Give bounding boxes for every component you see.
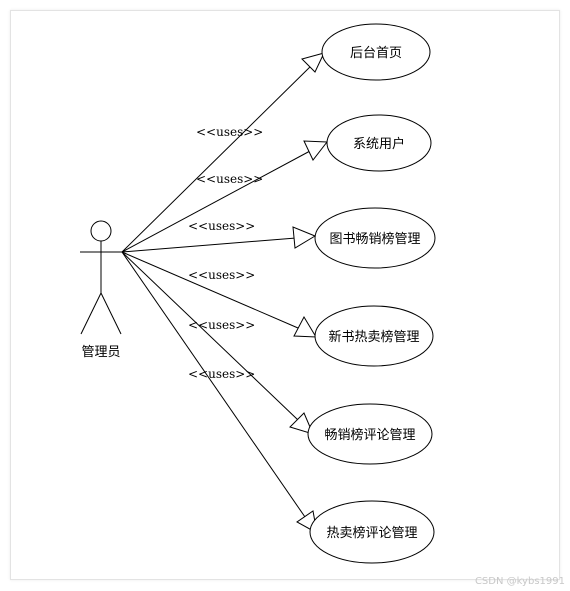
use-case-label: 热卖榜评论管理: [326, 525, 417, 541]
relation-lines: [121, 52, 328, 534]
uses-label-5: <<uses>>: [188, 318, 255, 332]
use-case-bestseller-management[interactable]: 图书畅销榜管理: [314, 207, 436, 269]
use-case-ellipse: [321, 23, 431, 81]
watermark: CSDN @kybs1991: [475, 576, 565, 587]
use-case-hot-comments[interactable]: 热卖榜评论管理: [309, 500, 435, 564]
use-case-new-hot-management[interactable]: 新书热卖榜管理: [314, 305, 434, 367]
arrowhead-1: [301, 52, 325, 73]
relation-line-3: [121, 237, 297, 253]
use-case-ellipse: [307, 403, 433, 465]
use-case-label: 系统用户: [353, 136, 405, 152]
use-case-ellipse: [314, 207, 436, 269]
uses-label-1: <<uses>>: [196, 125, 263, 139]
relation-line-1: [121, 62, 315, 253]
relation-labels: <<uses>> <<uses>> <<uses>> <<uses>> <<us…: [188, 125, 263, 381]
use-case-system-users[interactable]: 系统用户: [326, 114, 432, 172]
use-case-ellipse: [314, 305, 434, 367]
actor-left-leg: [80, 292, 102, 335]
uses-label-6: <<uses>>: [188, 367, 255, 381]
uses-label-4: <<uses>>: [188, 268, 255, 282]
use-case-ellipse: [309, 500, 435, 564]
use-case-dashboard[interactable]: 后台首页: [321, 23, 431, 81]
uses-label-2: <<uses>>: [196, 172, 263, 186]
relation-line-2: [121, 150, 311, 253]
arrowhead-5: [289, 412, 314, 435]
actor-admin: 管理员: [80, 220, 122, 360]
relation-line-6: [121, 251, 306, 518]
use-case-bestseller-comments[interactable]: 畅销榜评论管理: [307, 403, 433, 465]
use-cases: 后台首页 系统用户 图书畅销榜管理 新书热卖榜管理 畅销榜评论管理 热卖榜评论管…: [307, 23, 436, 564]
relation-line-5: [121, 251, 299, 421]
relation-line-4: [121, 251, 299, 329]
uses-label-3: <<uses>>: [188, 219, 255, 233]
arrowhead-3: [292, 226, 317, 249]
use-case-ellipse: [326, 114, 432, 172]
use-case-label: 新书热卖榜管理: [328, 329, 419, 345]
use-case-label: 畅销榜评论管理: [324, 427, 415, 443]
actor-head: [90, 220, 112, 242]
use-case-label: 图书畅销榜管理: [329, 231, 420, 247]
actor-label: 管理员: [81, 345, 120, 360]
use-case-label: 后台首页: [350, 46, 402, 61]
actor-right-leg: [100, 292, 122, 335]
arrowhead-2: [303, 140, 328, 161]
arrowhead-4: [293, 315, 317, 338]
